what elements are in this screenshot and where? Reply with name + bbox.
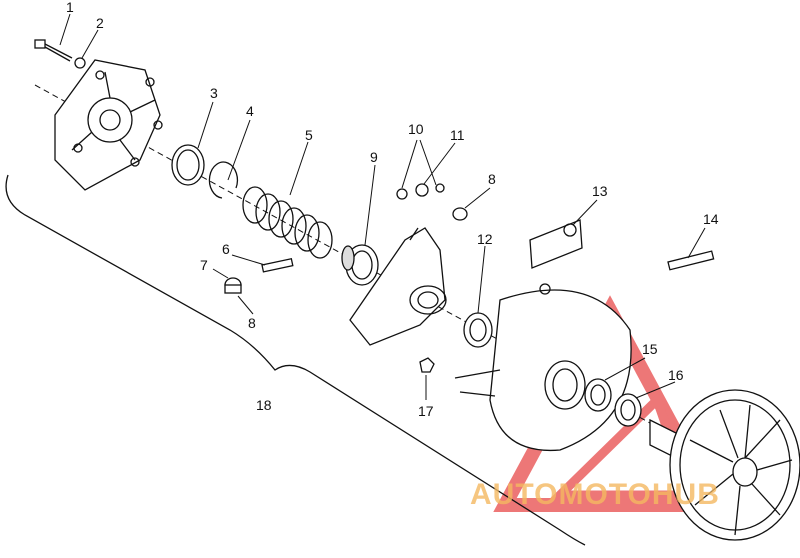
callout-3: 3 <box>210 85 218 101</box>
watermark-text: AUTOMOTOHUB <box>470 478 720 511</box>
callout-1: 1 <box>66 0 74 15</box>
callout-18: 18 <box>256 397 272 413</box>
callout-5: 5 <box>305 127 313 143</box>
rings-part-15-16 <box>584 378 642 427</box>
callout-13: 13 <box>592 183 608 199</box>
callout-17: 17 <box>418 403 434 419</box>
callout-8-right: 8 <box>488 171 496 187</box>
bushing-part-8-right <box>452 207 468 221</box>
part-13-bracket <box>529 219 583 269</box>
bolt-part-1 <box>34 39 73 62</box>
movable-sheave-part <box>454 283 632 452</box>
spring-part-5 <box>242 186 333 259</box>
lever-arm-part <box>349 227 447 346</box>
callout-10: 10 <box>408 121 424 137</box>
callout-11: 11 <box>450 127 465 143</box>
cover-plate-part <box>54 59 163 191</box>
washer-part-2 <box>74 57 86 69</box>
callout-6: 6 <box>222 241 230 257</box>
nut-part-17 <box>419 357 435 373</box>
snap-ring-part-4 <box>208 161 239 199</box>
assembly-brace-18 <box>5 174 586 546</box>
callout-7: 7 <box>200 257 208 273</box>
callout-2: 2 <box>96 15 104 31</box>
callout-12: 12 <box>477 231 493 247</box>
nuts-part-10-11 <box>396 183 445 200</box>
roller-part-9 <box>341 244 379 286</box>
pin-part-6 <box>261 257 294 273</box>
bolt-part-14 <box>667 250 715 271</box>
callout-14: 14 <box>703 211 719 227</box>
ring-part-12 <box>463 312 493 348</box>
leader-lines <box>59 13 706 400</box>
callout-15: 15 <box>642 341 658 357</box>
ring-part-3 <box>171 144 205 186</box>
callout-4: 4 <box>246 103 254 119</box>
bushing-part-8-left <box>224 277 242 294</box>
callout-16: 16 <box>668 367 684 383</box>
callout-8-left: 8 <box>248 315 256 331</box>
callout-9: 9 <box>370 149 378 165</box>
fixed-sheave-shaft-part <box>649 389 800 541</box>
